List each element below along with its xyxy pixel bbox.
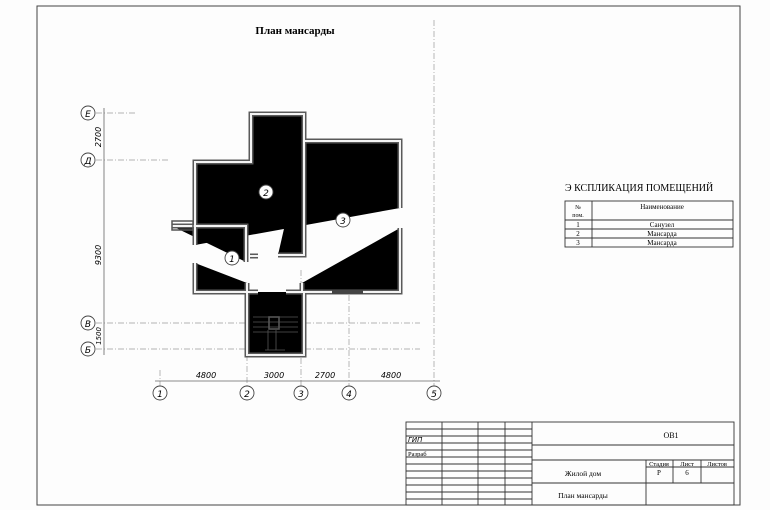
svg-text:2: 2: [263, 189, 269, 199]
sheet-frame: [36, 5, 741, 506]
gip-label: ГИП: [408, 436, 423, 444]
room-label-3: 3: [335, 212, 351, 228]
axis-marker-4: 4: [341, 385, 357, 401]
explication-table: Э КСПЛИКАЦИЯ ПОМЕЩЕНИЙ № пом. Наименован…: [564, 182, 734, 248]
room-label-2: 2: [258, 184, 274, 200]
svg-text:Мансарда: Мансарда: [647, 230, 677, 238]
drawing-code: ОВ1: [663, 431, 678, 440]
explication-title: Э КСПЛИКАЦИЯ ПОМЕЩЕНИЙ: [565, 182, 713, 194]
dim-col-1: 4800: [196, 371, 216, 380]
axis-marker-2: 2: [239, 385, 255, 401]
svg-text:2: 2: [244, 390, 250, 400]
table-row: 3 Мансарда: [576, 239, 677, 247]
column-axes: 1 2 3 4 5 4800 3000 2700 4800: [152, 20, 442, 401]
vent-protrusion: [171, 220, 194, 231]
walls: [172, 114, 400, 355]
dim-col-4: 4800: [381, 371, 401, 380]
svg-text:2: 2: [576, 230, 580, 238]
dim-col-2: 3000: [264, 371, 284, 380]
sheet-label: Лист: [680, 461, 694, 468]
stage-label: Стадия: [649, 461, 669, 468]
svg-text:4: 4: [346, 390, 352, 400]
svg-text:Е: Е: [85, 110, 91, 120]
svg-text:№: №: [575, 205, 581, 211]
axis-marker-1: 1: [152, 385, 168, 401]
project-name: Жилой дом: [565, 469, 602, 478]
table-row: 2 Мансарда: [576, 230, 677, 238]
razrab-label: Разраб: [408, 451, 427, 458]
axis-marker-B: Б: [80, 341, 96, 357]
dim-row-1: 2700: [94, 127, 103, 147]
svg-text:Санузел: Санузел: [650, 221, 675, 229]
window: [332, 290, 363, 294]
title-block: ГИП Разраб ОВ1 Жилой дом План мансарды С…: [405, 421, 735, 506]
svg-text:Д: Д: [83, 157, 91, 167]
axis-marker-5: 5: [426, 385, 442, 401]
dim-row-3: 1500: [95, 327, 103, 345]
stage-value: Р: [657, 469, 661, 477]
svg-text:Б: Б: [85, 346, 91, 356]
svg-text:1: 1: [576, 221, 580, 229]
dim-col-3: 2700: [315, 371, 335, 380]
sheets-label: Листов: [707, 461, 727, 468]
svg-text:В: В: [85, 320, 91, 330]
svg-text:пом.: пом.: [572, 213, 584, 219]
staircase: [253, 316, 298, 354]
table-row: 1 Санузел: [576, 221, 674, 229]
dim-row-2: 9300: [94, 245, 103, 265]
axis-marker-E: Е: [80, 105, 96, 121]
svg-text:3: 3: [298, 390, 304, 400]
svg-text:1: 1: [229, 255, 235, 265]
plan-title: План мансарды: [255, 25, 335, 37]
axis-marker-D: Д: [80, 152, 96, 168]
svg-text:5: 5: [431, 390, 437, 400]
svg-text:3: 3: [340, 217, 346, 227]
room-label-1: 1: [224, 250, 240, 266]
svg-text:Наименование: Наименование: [640, 203, 684, 211]
svg-text:3: 3: [576, 239, 580, 247]
sheet-title: План мансарды: [558, 491, 608, 500]
svg-text:Мансарда: Мансарда: [647, 239, 677, 247]
sheet-value: 6: [685, 469, 689, 477]
axis-marker-V: В: [80, 315, 96, 331]
svg-text:1: 1: [157, 390, 163, 400]
axis-marker-3: 3: [293, 385, 309, 401]
